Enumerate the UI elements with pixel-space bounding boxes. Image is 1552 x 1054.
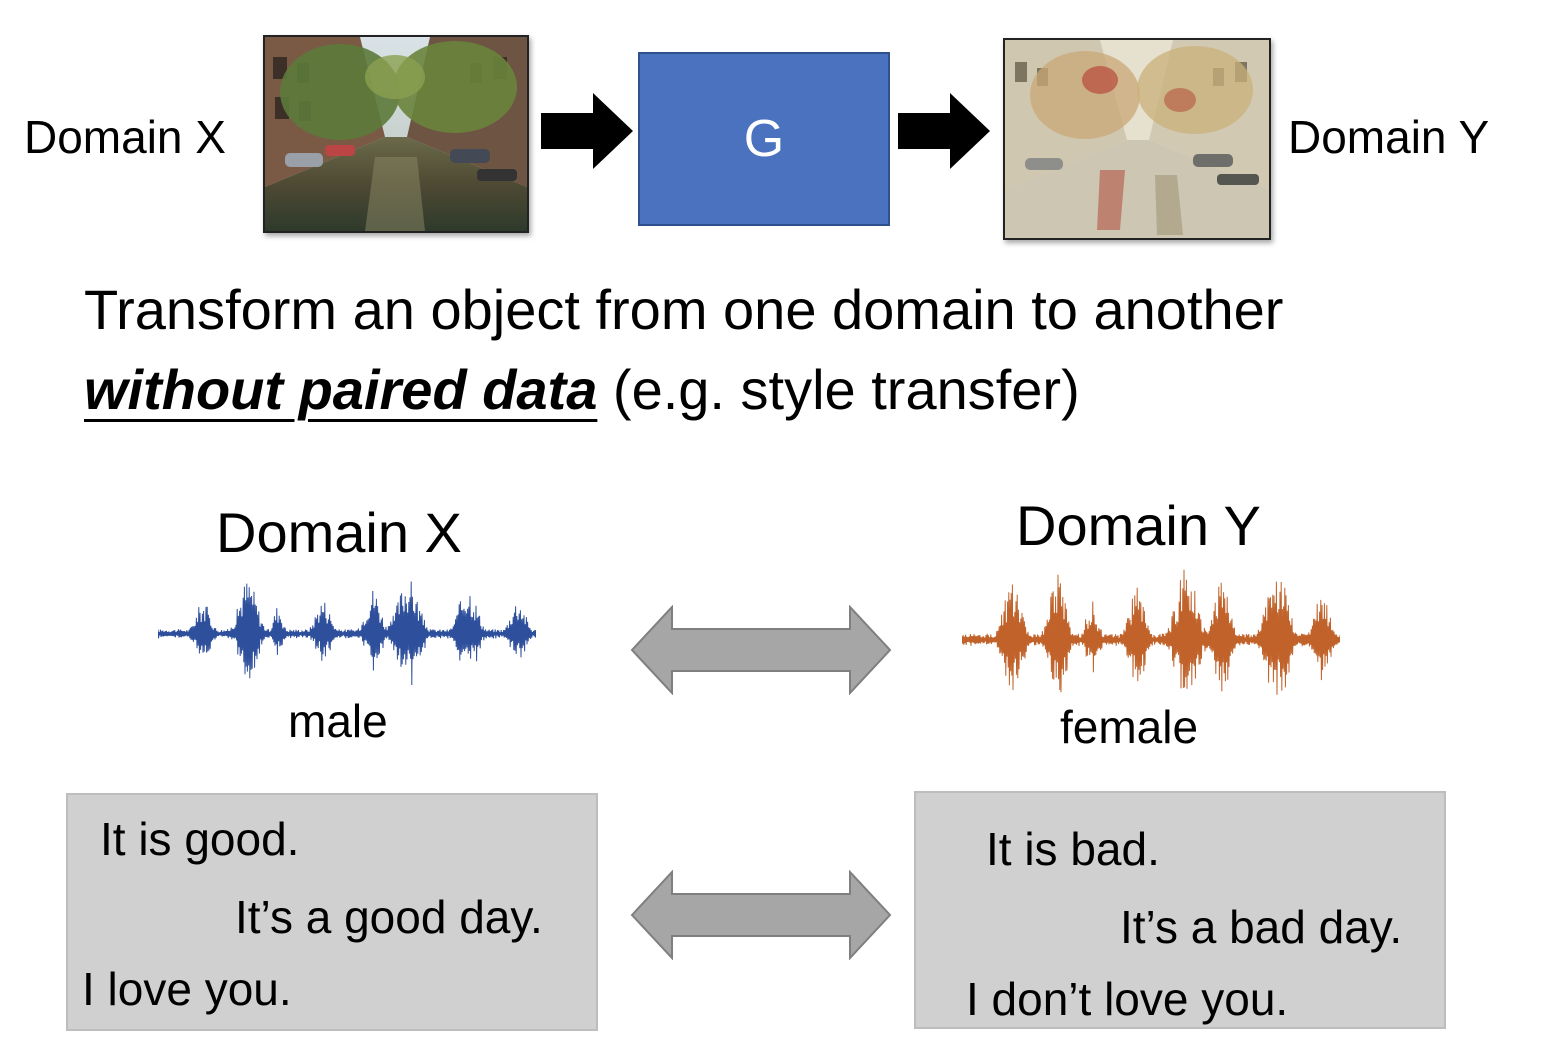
description-emphasis: without paired data: [84, 358, 598, 421]
canal-painting-output: [1003, 38, 1271, 240]
right-arrow-icon: [541, 93, 633, 169]
audio-domain-y-label: Domain Y: [1016, 494, 1261, 557]
top-domain-x-label: Domain X: [24, 111, 226, 163]
domain-y-sentence: I don’t love you.: [966, 973, 1289, 1025]
right-arrow-icon: [898, 93, 990, 169]
description-line-2: without paired data (e.g. style transfer…: [84, 350, 1283, 430]
domain-x-sentence: It’s a good day.: [235, 891, 543, 943]
double-arrow-icon: [630, 605, 892, 695]
description-line-2-rest: (e.g. style transfer): [597, 358, 1080, 421]
male-caption: male: [288, 695, 388, 747]
domain-x-sentence: It is good.: [100, 813, 300, 865]
top-domain-y-label: Domain Y: [1288, 111, 1490, 163]
domain-y-text-box: [914, 791, 1446, 1029]
generator-box: G: [638, 52, 890, 226]
double-arrow-icon: [630, 870, 892, 960]
generator-label: G: [743, 110, 785, 168]
domain-x-sentence: I love you.: [82, 963, 292, 1015]
male-waveform: [158, 581, 536, 686]
female-waveform: [962, 569, 1340, 695]
description-text: Transform an object from one domain to a…: [84, 270, 1283, 430]
audio-domain-x-label: Domain X: [216, 501, 462, 564]
domain-y-sentence: It is bad.: [986, 823, 1160, 875]
domain-y-sentence: It’s a bad day.: [1120, 901, 1403, 953]
description-line-1: Transform an object from one domain to a…: [84, 278, 1284, 341]
domain-x-text-box: [66, 793, 598, 1031]
canal-photo-input: [263, 35, 529, 233]
female-caption: female: [1060, 701, 1199, 753]
